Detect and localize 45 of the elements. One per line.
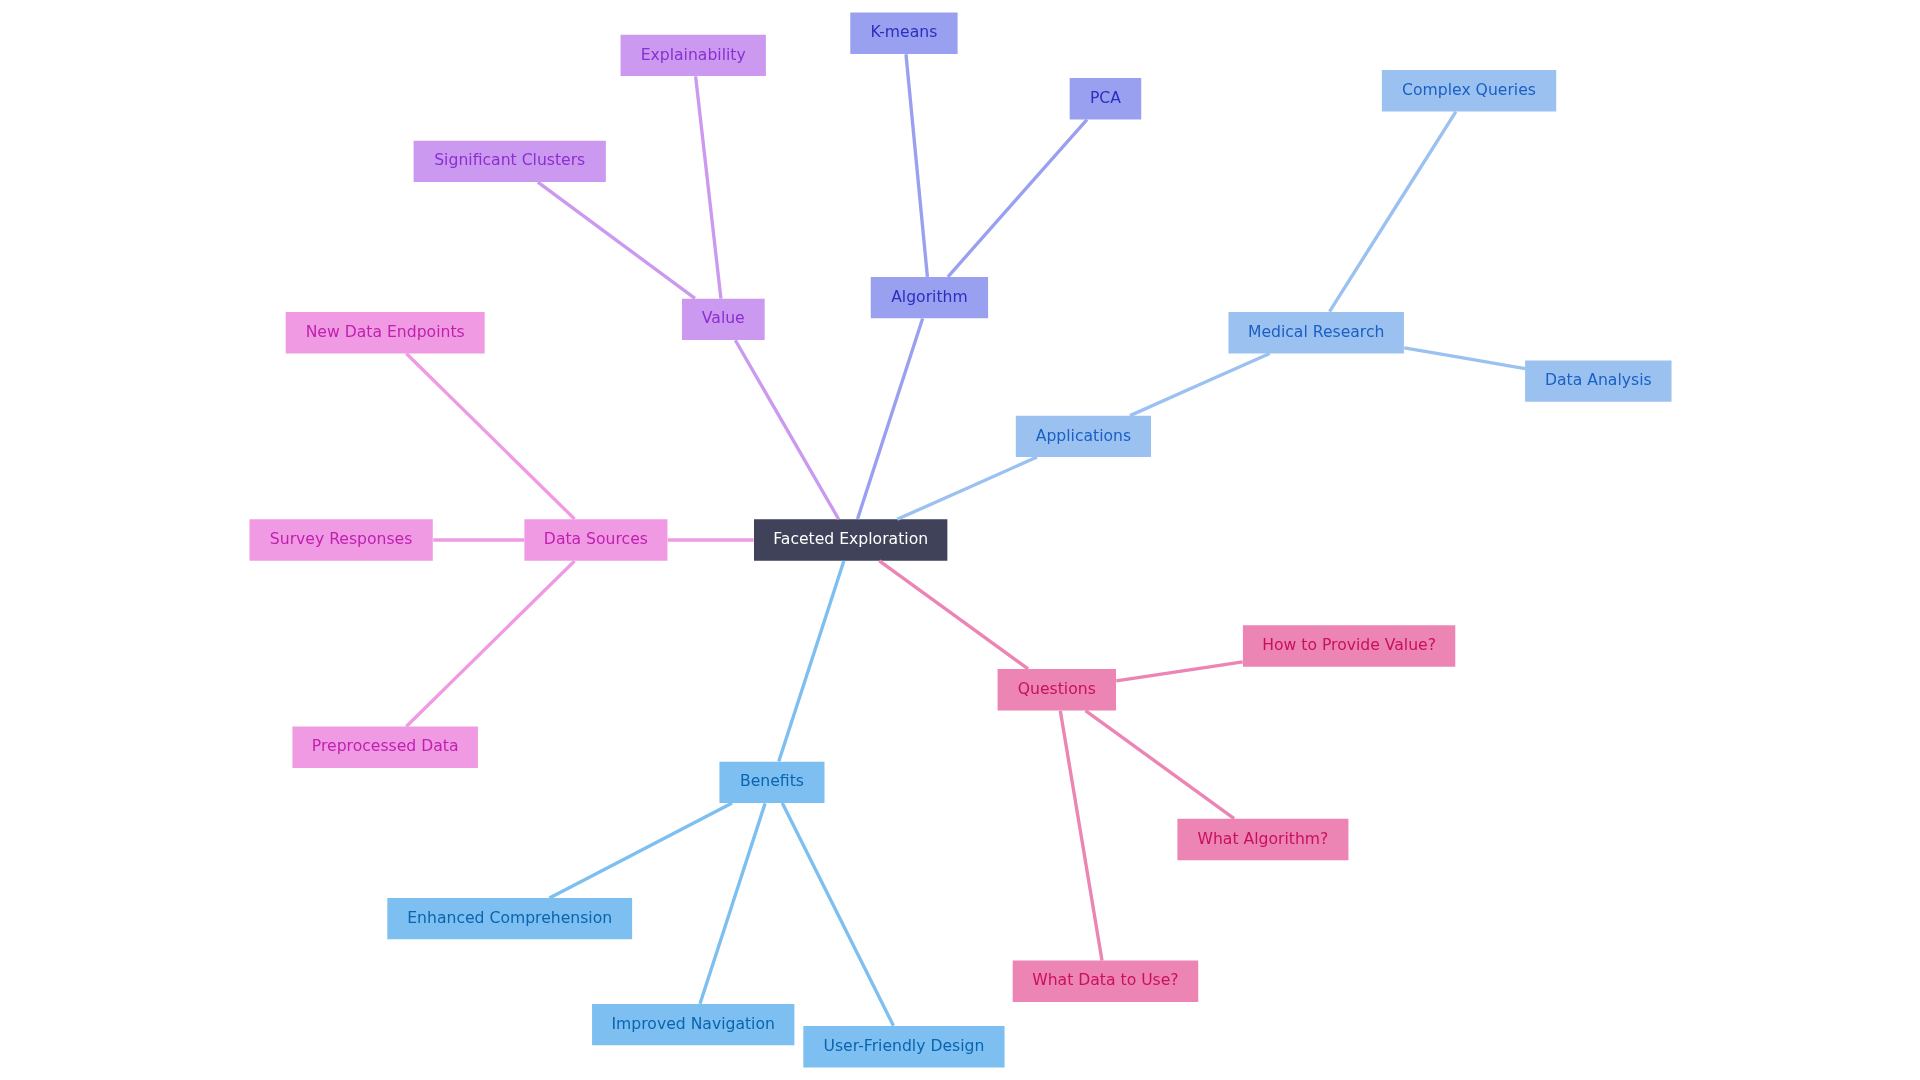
connector — [1327, 110, 1457, 313]
node-box: User-Friendly Design — [802, 1026, 1005, 1068]
node-box: Improved Navigation — [591, 1003, 794, 1046]
connector — [903, 54, 929, 278]
node-box: Complex Queries — [1381, 70, 1556, 112]
node-box: Value — [681, 298, 765, 341]
connector — [404, 559, 576, 728]
connector — [1128, 351, 1270, 418]
node-box: Enhanced Comprehension — [386, 898, 632, 940]
connector — [1058, 710, 1104, 961]
node-box: What Data to Use? — [1012, 960, 1198, 1002]
node-box: Explainability — [620, 34, 766, 77]
connector — [780, 802, 895, 1027]
connector — [946, 118, 1088, 278]
connector — [404, 352, 576, 521]
node-box: Applications — [1015, 415, 1151, 458]
node-box: Algorithm — [870, 277, 988, 319]
connector — [548, 801, 733, 900]
connector — [877, 559, 1029, 671]
connector — [1403, 346, 1525, 371]
node-box: Benefits — [718, 761, 824, 803]
node-box: PCA — [1069, 78, 1141, 120]
node-box: Survey Responses — [248, 519, 433, 561]
node-box: Faceted Exploration — [753, 519, 947, 561]
connector — [667, 538, 754, 542]
node-box: New Data Endpoints — [285, 312, 485, 354]
node-box: Questions — [997, 669, 1116, 711]
connector — [432, 538, 524, 542]
node-box: Data Analysis — [1524, 360, 1672, 402]
connector — [855, 318, 924, 520]
connector — [693, 76, 723, 299]
node-box: Data Sources — [523, 519, 667, 561]
connector — [776, 560, 845, 762]
connector — [1083, 709, 1235, 820]
node-box: What Algorithm? — [1176, 818, 1348, 861]
node-box: K-means — [849, 12, 958, 54]
connector — [536, 180, 696, 300]
connector — [733, 339, 840, 521]
node-box: How to Provide Value? — [1242, 625, 1455, 667]
connector — [697, 802, 767, 1005]
connector — [896, 455, 1038, 521]
node-box: Preprocessed Data — [291, 726, 478, 768]
node-box: Medical Research — [1227, 312, 1404, 354]
connector — [1115, 660, 1243, 683]
node-box: Significant Clusters — [413, 140, 606, 182]
